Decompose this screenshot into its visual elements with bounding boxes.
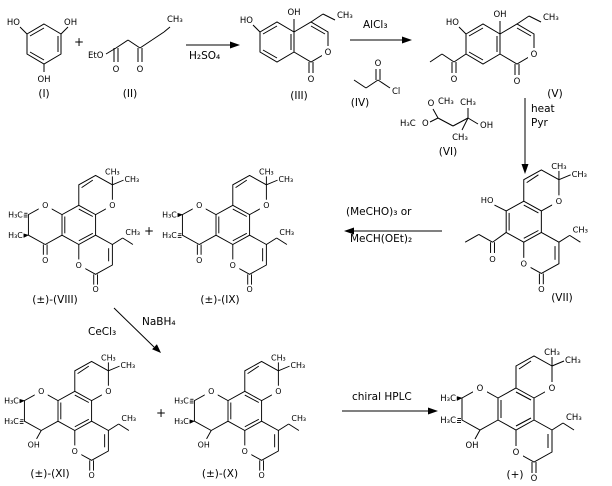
- compound-label-IX: (±)-(IX): [200, 294, 240, 306]
- atom-label: O: [514, 77, 521, 87]
- atom-label: O: [451, 75, 458, 85]
- reaction-arrow-6: [342, 407, 438, 415]
- structure-VII: O O O O CH₃ CH₃ CH₃ HO: [464, 161, 588, 294]
- atom-label: HO: [7, 18, 20, 28]
- reaction-arrow-4: [344, 227, 442, 235]
- atom-label: CH₃: [452, 133, 468, 143]
- atom-label: OH: [64, 18, 77, 28]
- reagent-alcl3: AlCl₃: [363, 19, 388, 31]
- structure-III: O O CH₃ HO OH: [240, 8, 353, 85]
- structure-IX: O: [161, 167, 295, 295]
- atom-label: CH₃: [572, 169, 587, 179]
- plus-sign: +: [74, 35, 85, 49]
- atom-label: O: [428, 99, 435, 109]
- structure-XI: OH: [3, 353, 137, 481]
- reag­ent-paraldehyde: (MeCHO)₃ or: [346, 206, 412, 218]
- atom-label: HO: [446, 18, 459, 28]
- atom-label: O: [422, 119, 429, 129]
- atom-label: CH₃: [573, 224, 588, 234]
- atom-label: CH₃: [438, 97, 454, 107]
- reaction-arrow-5: [113, 307, 161, 353]
- reaction-arrow-3: [521, 98, 529, 174]
- compound-label-VII: (VII): [551, 292, 573, 304]
- atom-label: O: [489, 254, 496, 264]
- plus-sign: +: [156, 406, 167, 420]
- atom-label: H₃C: [400, 119, 416, 129]
- reagent-pyridine: Pyr: [531, 117, 548, 129]
- atom-label: OH: [198, 440, 210, 449]
- reaction-arrow-1: [186, 41, 240, 49]
- reagent-acetal: MeCH(OEt)₂: [350, 233, 413, 245]
- compound-label-III: (III): [290, 90, 308, 102]
- reagent-nabh4: NaBH₄: [142, 316, 176, 328]
- structure-X: OH: [173, 353, 307, 481]
- compound-label-IV: (IV): [350, 97, 370, 109]
- atom-label: O: [42, 256, 48, 265]
- compound-label-VIII: (±)-(VIII): [32, 294, 78, 306]
- atom-label: CH₃: [167, 15, 183, 25]
- atom-label: O: [538, 284, 545, 294]
- atom-label: Cl: [392, 87, 400, 97]
- atom-label: O: [556, 196, 563, 206]
- atom-label: O: [137, 65, 144, 75]
- structure-IV: O Cl: [353, 59, 400, 97]
- compound-label-X: (±)-(X): [201, 468, 239, 480]
- atom-label: HO: [481, 195, 494, 205]
- structure-II: EtO O O CH₃: [88, 15, 183, 75]
- reagent-chiral-hplc: chiral HPLC: [352, 391, 412, 403]
- atom-label: O: [113, 65, 120, 75]
- atom-label: CH₃: [337, 11, 353, 21]
- reagent-cecl3: CeCl₃: [88, 326, 117, 338]
- structure-VIII: O: [7, 167, 141, 295]
- atom-label: OH: [480, 121, 493, 131]
- atom-label: CH₃: [543, 13, 559, 23]
- atom-label: OH: [493, 10, 506, 20]
- compound-label-I: (I): [38, 88, 50, 100]
- atom-label: HO: [240, 16, 253, 26]
- atom-label: OH: [28, 440, 40, 449]
- compound-label-final: (+): [506, 469, 524, 481]
- reagent-h2so4: H₂SO₄: [189, 50, 221, 62]
- atom-label: O: [196, 256, 202, 265]
- reaction-arrow-2: [350, 36, 412, 44]
- atom-label: O: [531, 50, 538, 60]
- atom-label: EtO: [88, 51, 104, 61]
- atom-label: CH₃: [551, 161, 566, 171]
- atom-label: O: [325, 48, 332, 58]
- atom-label: O: [308, 75, 315, 85]
- atom-label: OH: [37, 75, 50, 85]
- reagent-heat: heat: [531, 103, 555, 115]
- compound-label-XI: (±)-(XI): [30, 468, 70, 480]
- compound-label-II: (II): [122, 88, 138, 100]
- plus-sign: +: [144, 224, 155, 238]
- structure-VI: H₃C O O CH₃ CH₃ OH CH₃: [400, 97, 493, 143]
- structure-V: O O O CH₃ HO OH: [429, 10, 559, 87]
- atom-label: O: [521, 259, 528, 269]
- structure-final: OH: [439, 347, 583, 485]
- structure-I: HO OH OH: [7, 18, 77, 85]
- atom-label: CH₃: [460, 98, 476, 108]
- atom-label: OH: [465, 441, 478, 451]
- compound-label-V: (V): [547, 88, 563, 100]
- atom-label: OH: [287, 8, 300, 18]
- compound-label-VI: (VI): [438, 146, 458, 158]
- atom-label: O: [375, 59, 382, 69]
